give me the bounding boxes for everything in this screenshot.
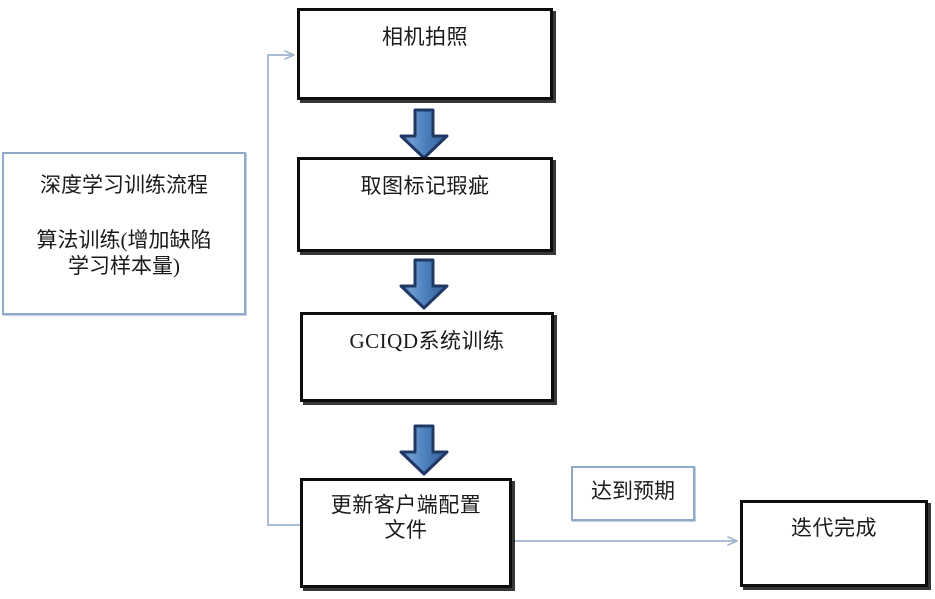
capture-to-mark-arrow: [399, 108, 449, 160]
node-mark-defects-label: 取图标记瑕疵: [360, 174, 490, 198]
edge-label-meets-expectation-box: 达到预期: [571, 466, 695, 521]
node-update-config[interactable]: 更新客户端配置 文件: [300, 478, 512, 588]
mark-to-training-arrow: [399, 258, 449, 310]
node-iteration-done[interactable]: 迭代完成: [740, 500, 928, 587]
node-iteration-done-label: 迭代完成: [791, 516, 877, 540]
edge-label-meets-expectation-text: 达到预期: [591, 479, 675, 503]
node-system-training-label: GCIQD系统训练: [349, 329, 505, 353]
node-system-training[interactable]: GCIQD系统训练: [300, 312, 554, 402]
training-to-update-arrow: [399, 424, 449, 476]
feedback-loop-arrow: [267, 50, 300, 526]
node-update-config-label: 更新客户端配置 文件: [330, 493, 482, 542]
training-note-box: 深度学习训练流程 算法训练(增加缺陷 学习样本量): [2, 152, 246, 315]
training-note-line-1: 深度学习训练流程: [40, 173, 208, 197]
node-capture[interactable]: 相机拍照: [297, 8, 553, 100]
node-mark-defects[interactable]: 取图标记瑕疵: [297, 157, 553, 252]
node-capture-label: 相机拍照: [382, 25, 468, 49]
training-note-line-2: 算法训练(增加缺陷 学习样本量): [36, 228, 212, 279]
